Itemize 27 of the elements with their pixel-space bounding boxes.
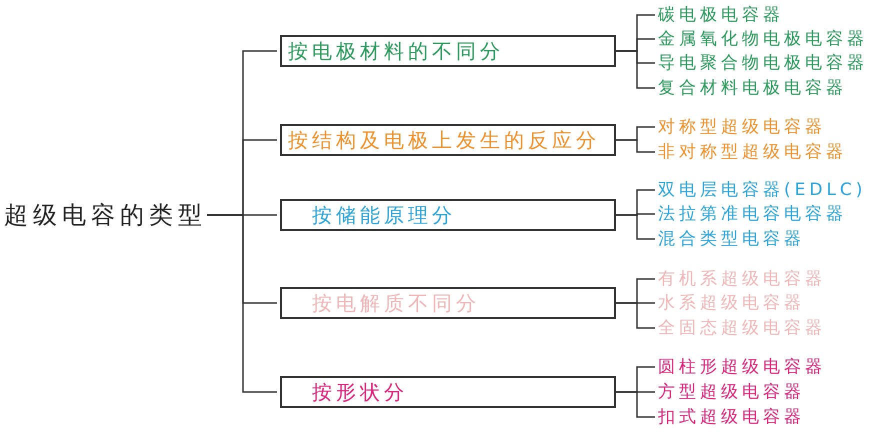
type-label: 水系超级电容器 bbox=[658, 294, 805, 312]
connector-line bbox=[616, 50, 655, 89]
category-box: 按储能原理分 bbox=[280, 199, 616, 231]
type-label: 混合类型电容器 bbox=[658, 230, 805, 248]
type-label: 导电聚合物电极电容器 bbox=[658, 54, 868, 72]
root-label: 超级电容的类型 bbox=[4, 203, 207, 227]
type-label: 非对称型超级电容器 bbox=[658, 144, 847, 160]
connector-line bbox=[616, 302, 655, 329]
type-label: 法拉第准电容电容器 bbox=[658, 206, 847, 222]
connector-line bbox=[616, 391, 655, 418]
type-label: 双电层电容器(EDLC) bbox=[658, 182, 866, 198]
connector-line bbox=[616, 214, 655, 240]
type-label: 碳电极电容器 bbox=[658, 6, 784, 24]
category-box: 按结构及电极上发生的反应分 bbox=[280, 124, 616, 156]
type-label: 金属氧化物电极电容器 bbox=[658, 30, 868, 48]
connector-line bbox=[616, 139, 655, 153]
type-label: 圆柱形超级电容器 bbox=[658, 358, 826, 376]
category-box: 按电极材料的不同分 bbox=[280, 35, 616, 67]
type-label: 全固态超级电容器 bbox=[658, 320, 826, 336]
category-box: 按电解质不同分 bbox=[280, 287, 616, 319]
connector-line bbox=[207, 214, 277, 393]
type-label: 对称型超级电容器 bbox=[658, 118, 826, 136]
type-label: 扣式超级电容器 bbox=[658, 408, 805, 426]
type-label: 复合材料电极电容器 bbox=[658, 80, 847, 96]
type-label: 方型超级电容器 bbox=[658, 384, 805, 400]
category-box: 按形状分 bbox=[280, 376, 616, 408]
type-label: 有机系超级电容器 bbox=[658, 270, 826, 288]
